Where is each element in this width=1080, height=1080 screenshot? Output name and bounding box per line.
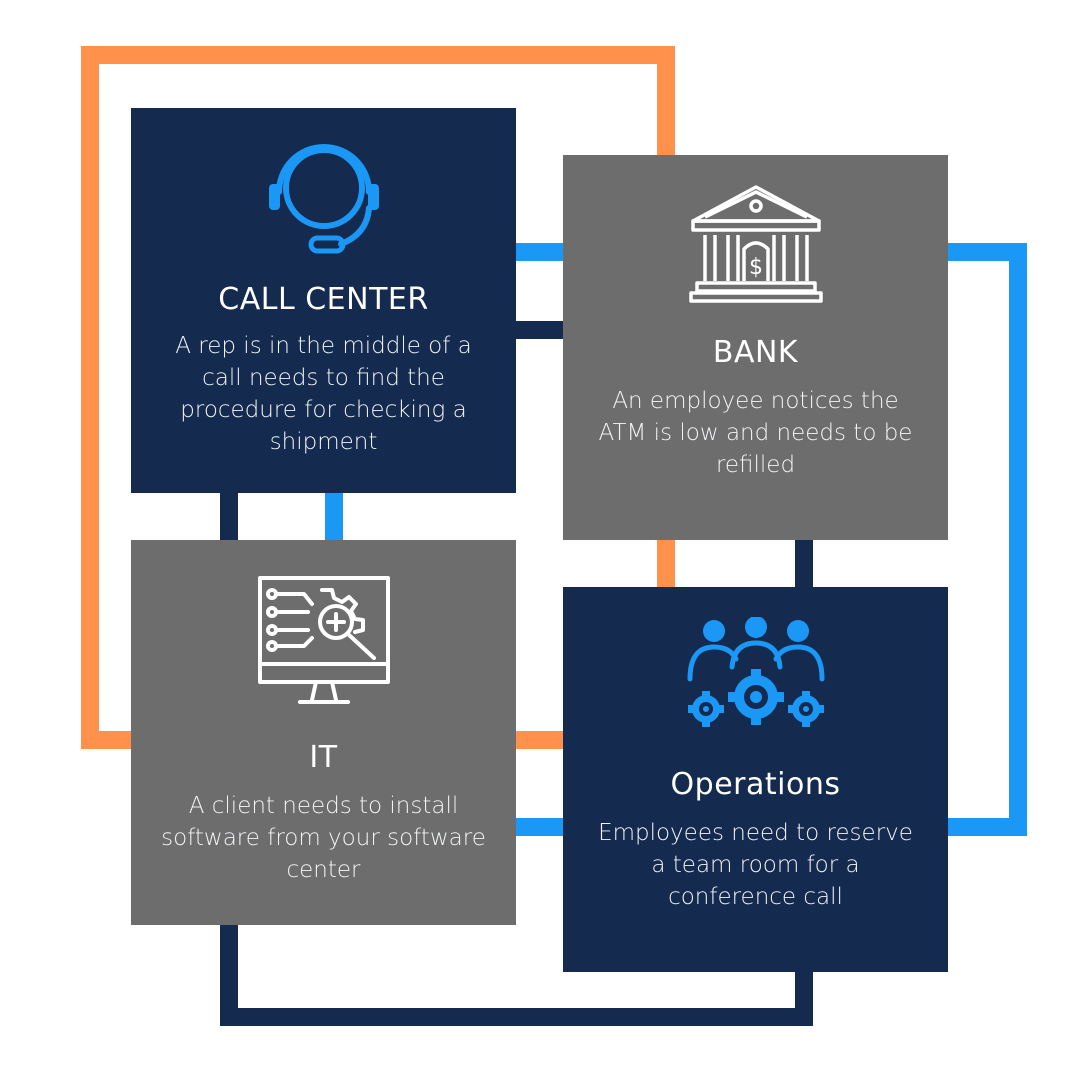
headset-icon <box>268 144 379 254</box>
bank-description: An employee notices the ATM is low and n… <box>598 388 913 478</box>
svg-text:$: $ <box>749 255 763 280</box>
card-bank: $ BANK An employee notices the ATM is lo… <box>563 155 948 540</box>
blue-connector-frame <box>940 243 1027 836</box>
monitor-gear-search-icon <box>257 576 390 704</box>
it-description: A client needs to install software from … <box>161 793 486 883</box>
orange-connector-frame <box>81 46 675 749</box>
bank-title: BANK <box>712 335 799 370</box>
card-call-center: CALL CENTER A rep is in the middle of a … <box>131 108 516 493</box>
card-operations: Operations Employees need to reserve a t… <box>563 587 948 972</box>
call-center-title: CALL CENTER <box>218 282 429 317</box>
call-center-description: A rep is in the middle of a call needs t… <box>175 333 472 455</box>
operations-description: Employees need to reserve a team room fo… <box>598 820 913 910</box>
card-it: IT A client needs to install software fr… <box>131 540 516 925</box>
it-title: IT <box>309 740 338 775</box>
team-gears-icon <box>687 617 824 727</box>
navy-connector-frame <box>220 915 813 1026</box>
operations-title: Operations <box>670 767 841 802</box>
bank-icon: $ <box>688 185 823 303</box>
